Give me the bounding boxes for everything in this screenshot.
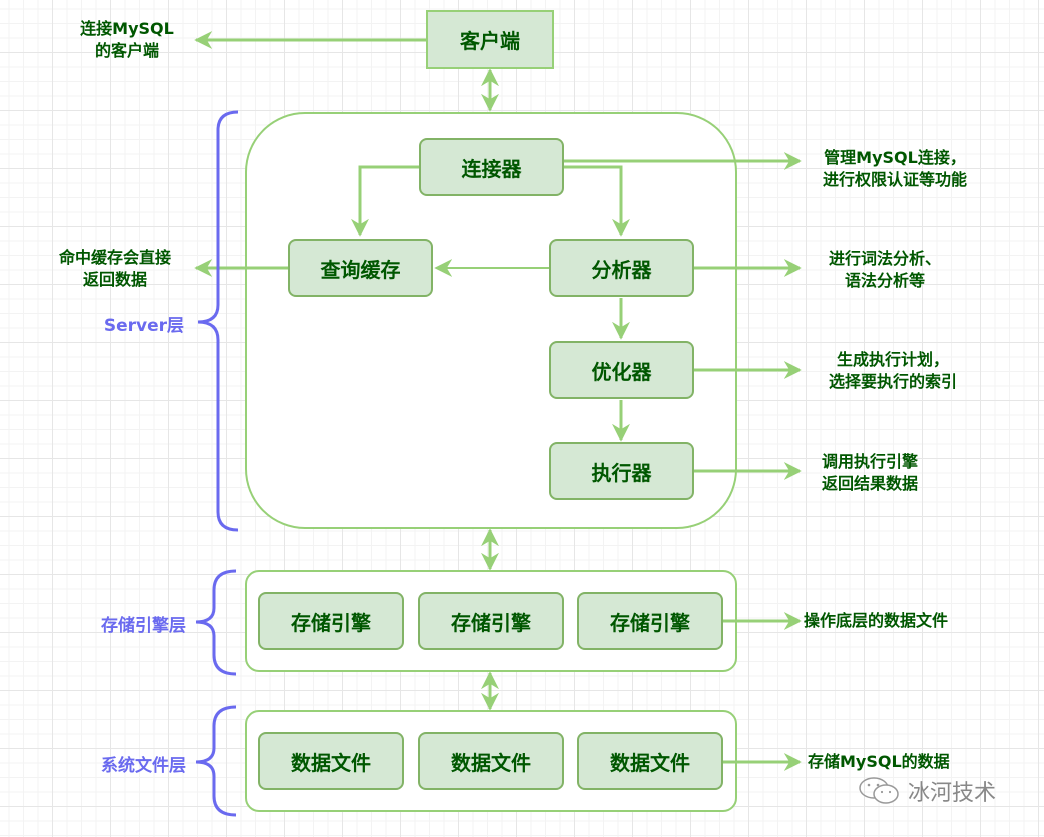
storage-layer-label: 存储引擎层 [101,616,186,636]
filesystem-layer-label: 系统文件层 [101,756,186,776]
connector-note: 管理MySQL连接， 进行权限认证等功能 [800,147,990,191]
arrow-connector-analyzer [563,165,630,237]
server-layer-label: Server层 [103,316,184,336]
client-note-line: 的客户端 [94,41,159,60]
optimizer-note-line: 选择要执行的索引 [828,372,957,391]
optimizer-note-line: 生成执行计划， [836,350,949,369]
analyzer-note-line: 进行词法分析、 [828,249,941,268]
storage-engine-node[interactable]: 存储引擎 [418,592,564,650]
query-cache-note-line: 命中缓存会直接 [58,248,171,267]
arrow-connector-cache [351,165,419,237]
query-cache-node[interactable]: 查询缓存 [288,239,433,297]
analyzer-note-line: 语法分析等 [844,271,925,290]
analyzer-node[interactable]: 分析器 [549,239,694,297]
brace-storage [195,569,237,676]
connector-note-line: 进行权限认证等功能 [822,170,967,189]
connector-node[interactable]: 连接器 [419,138,564,196]
executor-note: 调用执行引擎 返回结果数据 [810,451,930,495]
query-cache-note-line: 返回数据 [82,270,147,289]
watermark: 冰河技术 [858,775,996,807]
client-node[interactable]: 客户端 [426,10,554,69]
files-note: 存储MySQL的数据 [808,752,950,771]
query-cache-note: 命中缓存会直接 返回数据 [30,247,200,291]
data-file-node[interactable]: 数据文件 [258,732,404,790]
storage-note: 操作底层的数据文件 [804,611,949,630]
client-note-line: 连接MySQL [80,19,174,38]
optimizer-note: 生成执行计划， 选择要执行的索引 [808,349,978,393]
storage-engine-node[interactable]: 存储引擎 [258,592,404,650]
executor-node[interactable]: 执行器 [549,442,694,500]
data-file-node[interactable]: 数据文件 [577,732,723,790]
watermark-text: 冰河技术 [908,781,997,806]
optimizer-node[interactable]: 优化器 [549,341,694,399]
brace-server [197,110,239,532]
executor-note-line: 返回结果数据 [821,474,918,493]
analyzer-note: 进行词法分析、 语法分析等 [810,248,960,292]
connector-note-line: 管理MySQL连接， [824,148,966,167]
client-note: 连接MySQL 的客户端 [62,18,192,62]
executor-note-line: 调用执行引擎 [821,452,918,471]
brace-filesystem [195,705,237,817]
wechat-icon [859,777,899,804]
data-file-node[interactable]: 数据文件 [418,732,564,790]
storage-engine-node[interactable]: 存储引擎 [577,592,723,650]
